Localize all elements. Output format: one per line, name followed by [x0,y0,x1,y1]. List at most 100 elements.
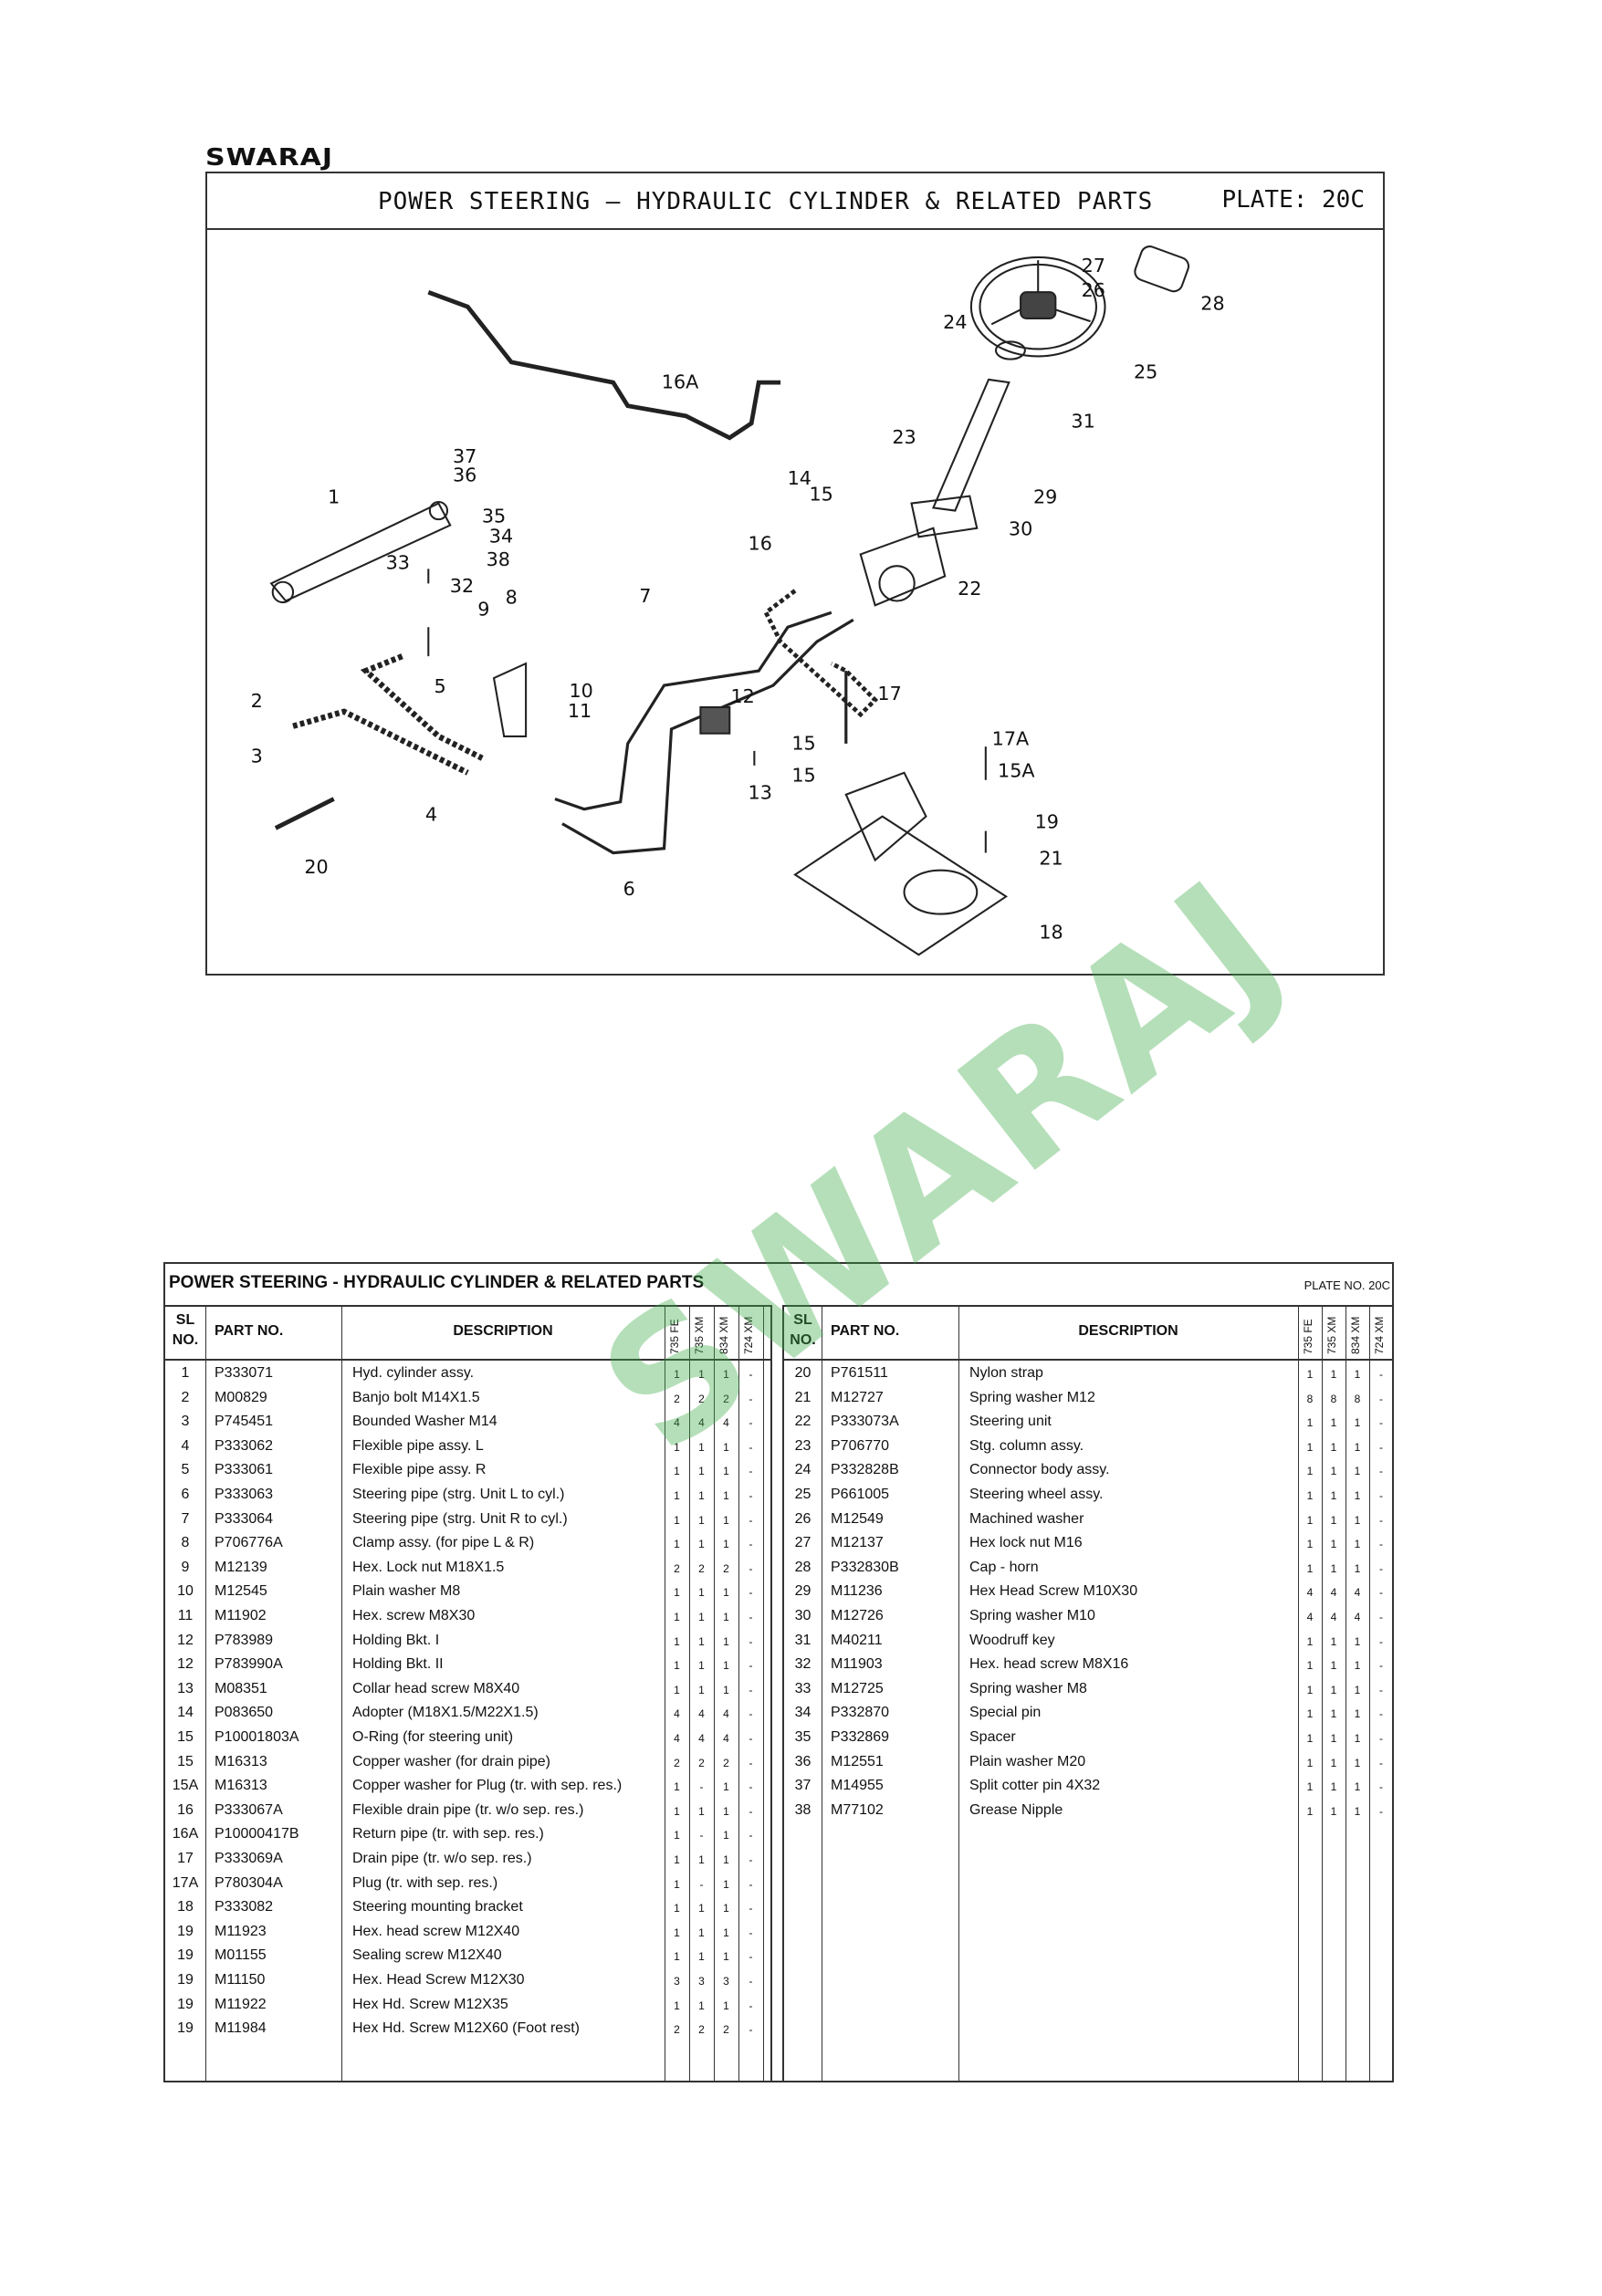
plate-title: POWER STEERING – HYDRAULIC CYLINDER & RE… [378,188,1154,215]
quantity: 1 [723,1440,729,1454]
diagram-plate: POWER STEERING – HYDRAULIC CYLINDER & RE… [205,172,1385,976]
quantity: 1 [1306,1683,1314,1696]
description: Bounded Washer M14 [352,1414,497,1430]
quantity: - [749,1561,753,1575]
quantity: 1 [1306,1368,1314,1381]
quantity: - [1379,1707,1383,1721]
sl-no: 6 [181,1487,190,1502]
quantity: 2 [723,1561,729,1575]
quantity: 1 [698,1634,705,1648]
quantity: - [1379,1465,1383,1478]
part-no: M00829 [215,1389,267,1405]
quantity: - [1379,1368,1383,1381]
quantity: 1 [674,1877,680,1891]
sl-no: 19 [177,1923,194,1939]
sl-no: 19 [177,1972,194,1988]
quantity: 1 [1306,1489,1314,1502]
header-sl: SL [175,1312,195,1328]
description: Stg. column assy. [969,1437,1084,1454]
quantity: - [1379,1561,1383,1575]
description: Steering wheel assy. [969,1487,1104,1502]
quantity: 3 [674,1975,680,1988]
callout-label: 6 [623,878,635,900]
quantity: 1 [674,1780,680,1794]
sl-no: 31 [794,1632,811,1648]
quantity: 1 [1330,1368,1337,1381]
quantity: 8 [1330,1392,1337,1405]
description: Steering pipe (strg. Unit R to cyl.) [352,1510,568,1527]
sl-no: 37 [794,1778,811,1794]
quantity: 2 [674,1392,680,1405]
description: Plain washer M20 [969,1753,1086,1769]
part-no: P332828B [831,1462,899,1478]
quantity: 1 [1306,1440,1314,1454]
quantity: 1 [1330,1440,1337,1454]
quantity: 1 [1354,1513,1361,1527]
sl-no: 16 [177,1801,194,1818]
part-no: M11984 [215,2020,267,2037]
quantity: 1 [674,1513,680,1527]
quantity: 1 [723,1586,729,1600]
quantity: 1 [1354,1732,1361,1745]
sl-no: 12 [177,1656,194,1673]
quantity: 1 [723,1804,729,1818]
quantity: - [1379,1756,1383,1769]
sl-no: 32 [794,1656,811,1673]
description: Flexible drain pipe (tr. w/o sep. res.) [352,1801,584,1818]
quantity: - [749,1538,753,1551]
quantity: 1 [1330,1683,1337,1696]
quantity: 2 [698,1561,705,1575]
quantity: 1 [698,1853,705,1866]
part-no: M11150 [215,1972,266,1988]
quantity: 1 [698,1683,705,1696]
callout-label: 36 [453,464,476,486]
quantity: 4 [1306,1611,1314,1623]
callout-label: 24 [943,311,967,333]
part-no: P333069A [215,1851,283,1866]
quantity: 1 [674,1926,680,1939]
sl-no: 10 [177,1583,194,1600]
quantity: 1 [1330,1634,1337,1648]
sl-no: 15A [172,1778,199,1794]
quantity: 1 [698,1804,705,1818]
quantity: - [1379,1659,1383,1673]
quantity: 1 [698,1489,705,1502]
quantity: 1 [723,1999,729,2012]
return-pipe-drawing [427,289,781,441]
part-no: P333067A [215,1801,283,1818]
quantity: - [1379,1780,1383,1794]
quantity: 8 [1306,1392,1314,1405]
quantity: 1 [1306,1513,1314,1527]
sl-no: 3 [181,1414,190,1430]
callout-label: 8 [506,587,518,609]
quantity: 4 [674,1732,680,1745]
quantity: - [749,1926,753,1939]
quantity: - [749,1586,753,1600]
quantity: 1 [1330,1561,1337,1575]
quantity: 1 [1306,1707,1314,1721]
quantity: - [1379,1732,1383,1745]
callout-label: 19 [1035,810,1059,832]
description: Hex Hd. Screw M12X60 (Foot rest) [352,2020,580,2037]
sl-no: 4 [181,1437,190,1454]
quantity: 3 [723,1975,729,1988]
quantity: - [749,1829,753,1842]
description: Return pipe (tr. with sep. res.) [352,1826,544,1842]
description: Hex lock nut M16 [969,1535,1083,1551]
callout-label: 32 [450,575,474,597]
